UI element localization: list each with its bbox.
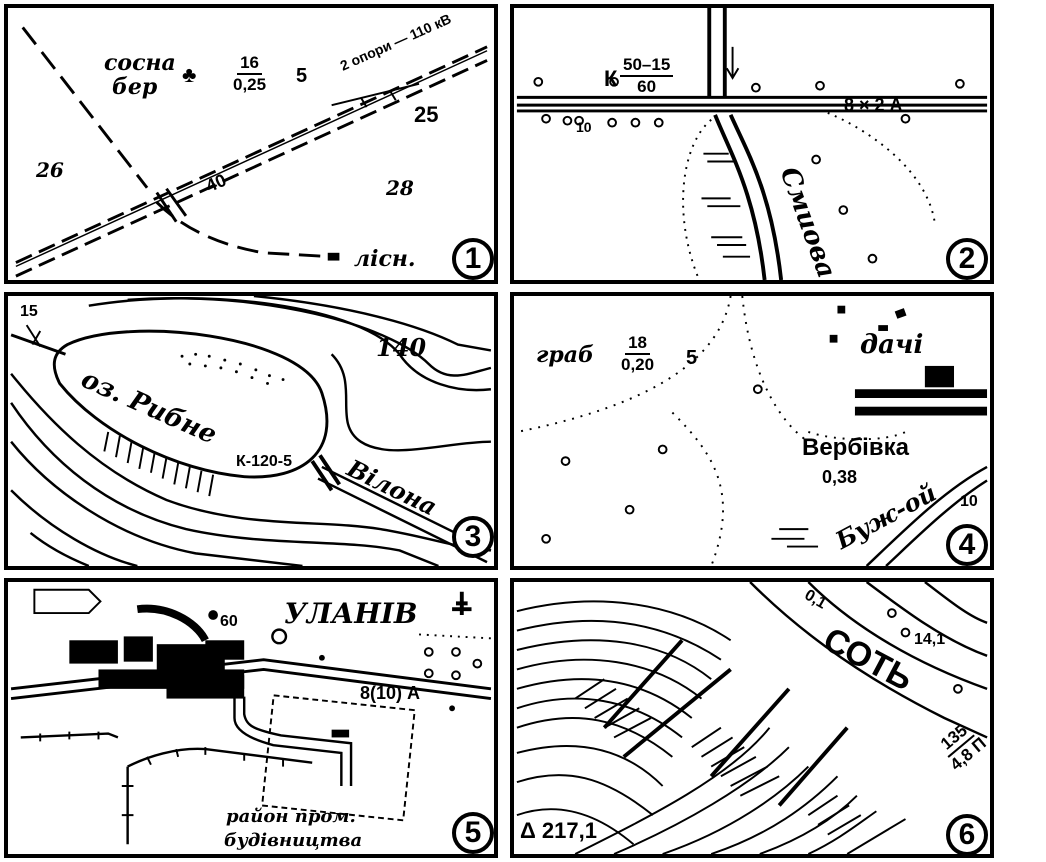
fraction-bottom: 0,25	[233, 74, 267, 94]
panel-4-drawing	[516, 296, 988, 566]
block-number-25: 25	[414, 102, 439, 127]
panel-1-drawing	[15, 26, 488, 278]
panel-5-drawing	[10, 588, 492, 845]
map-panel-4: граб 18 0,20 5 дачі Вербівка 0,38 Буж-ой…	[510, 292, 994, 570]
bridge-prefix: К	[604, 66, 618, 91]
map-panel-6: 0,1 СОТЬ 14,1 135 4,8 П Δ 217,1 6	[510, 578, 994, 858]
bridge-fraction-bottom: 60	[637, 76, 657, 96]
map-panel-5: УЛАНІВ 60 8(10) А район пром. будівництв…	[4, 578, 498, 858]
spot-height-10: 10	[960, 493, 978, 510]
bridge-fraction: 50–15 60	[620, 56, 674, 96]
panel-number-1: 1	[452, 238, 494, 280]
depth-label: 0,38	[822, 467, 858, 487]
construction-area-label-2: будівництва	[224, 830, 363, 851]
panel-number-2: 2	[946, 238, 988, 280]
forester-house-label: лісн.	[354, 246, 416, 272]
spot-height-14: 14,1	[914, 631, 946, 648]
map-panel-2: К 50–15 60 8 × 2 А 10 Смиова 2	[510, 4, 994, 284]
spot-height-15: 15	[20, 303, 38, 320]
map-panel-1: сосна бер ♣ 16 0,25 5 2 опори — 110 кВ 2…	[4, 4, 498, 284]
forest-characteristic-fraction: 18 0,20	[618, 334, 657, 374]
fraction-suffix: 5	[686, 347, 698, 369]
panel-number-5: 5	[452, 812, 494, 854]
block-number-26: 26	[36, 158, 64, 182]
forest-characteristic-fraction: 16 0,25	[230, 54, 269, 94]
vegetation-label-birch: бер	[112, 74, 158, 100]
tree-symbols: ♣	[182, 62, 197, 87]
contour-label-140: 140	[376, 333, 427, 362]
dachi-label: дачі	[860, 330, 924, 360]
tree-height-label: 10	[576, 119, 592, 135]
panel-number-6: 6	[946, 814, 988, 854]
road-characteristic: 8(10) А	[360, 683, 421, 703]
trig-point-label: Δ 217,1	[520, 818, 597, 843]
vegetation-label-pine: сосна	[104, 50, 176, 76]
road-characteristic: 8 × 2 А	[844, 95, 903, 115]
block-number-28: 28	[386, 176, 414, 200]
fraction-bottom: 0,20	[621, 354, 655, 374]
forest-species-label: граб	[536, 342, 594, 368]
panel-2-drawing	[516, 8, 988, 280]
panel-number-3: 3	[452, 516, 494, 558]
map-panel-3: 15 оз. Рибне 140 К-120-5 Вілона 3	[4, 292, 498, 570]
height-label-60: 60	[220, 613, 238, 630]
panel-6-drawing	[516, 582, 988, 854]
construction-area-label-1: район пром.	[226, 806, 356, 827]
fraction-top: 18	[625, 334, 650, 355]
bridge-fraction-top: 50–15	[620, 56, 674, 77]
fraction-top: 16	[237, 54, 262, 75]
panel-number-4: 4	[946, 524, 988, 566]
fraction-suffix: 5	[296, 65, 308, 87]
village-name-label: Вербівка	[802, 434, 909, 461]
bridge-label: К-120-5	[236, 453, 293, 470]
town-name-label: УЛАНІВ	[284, 597, 418, 630]
